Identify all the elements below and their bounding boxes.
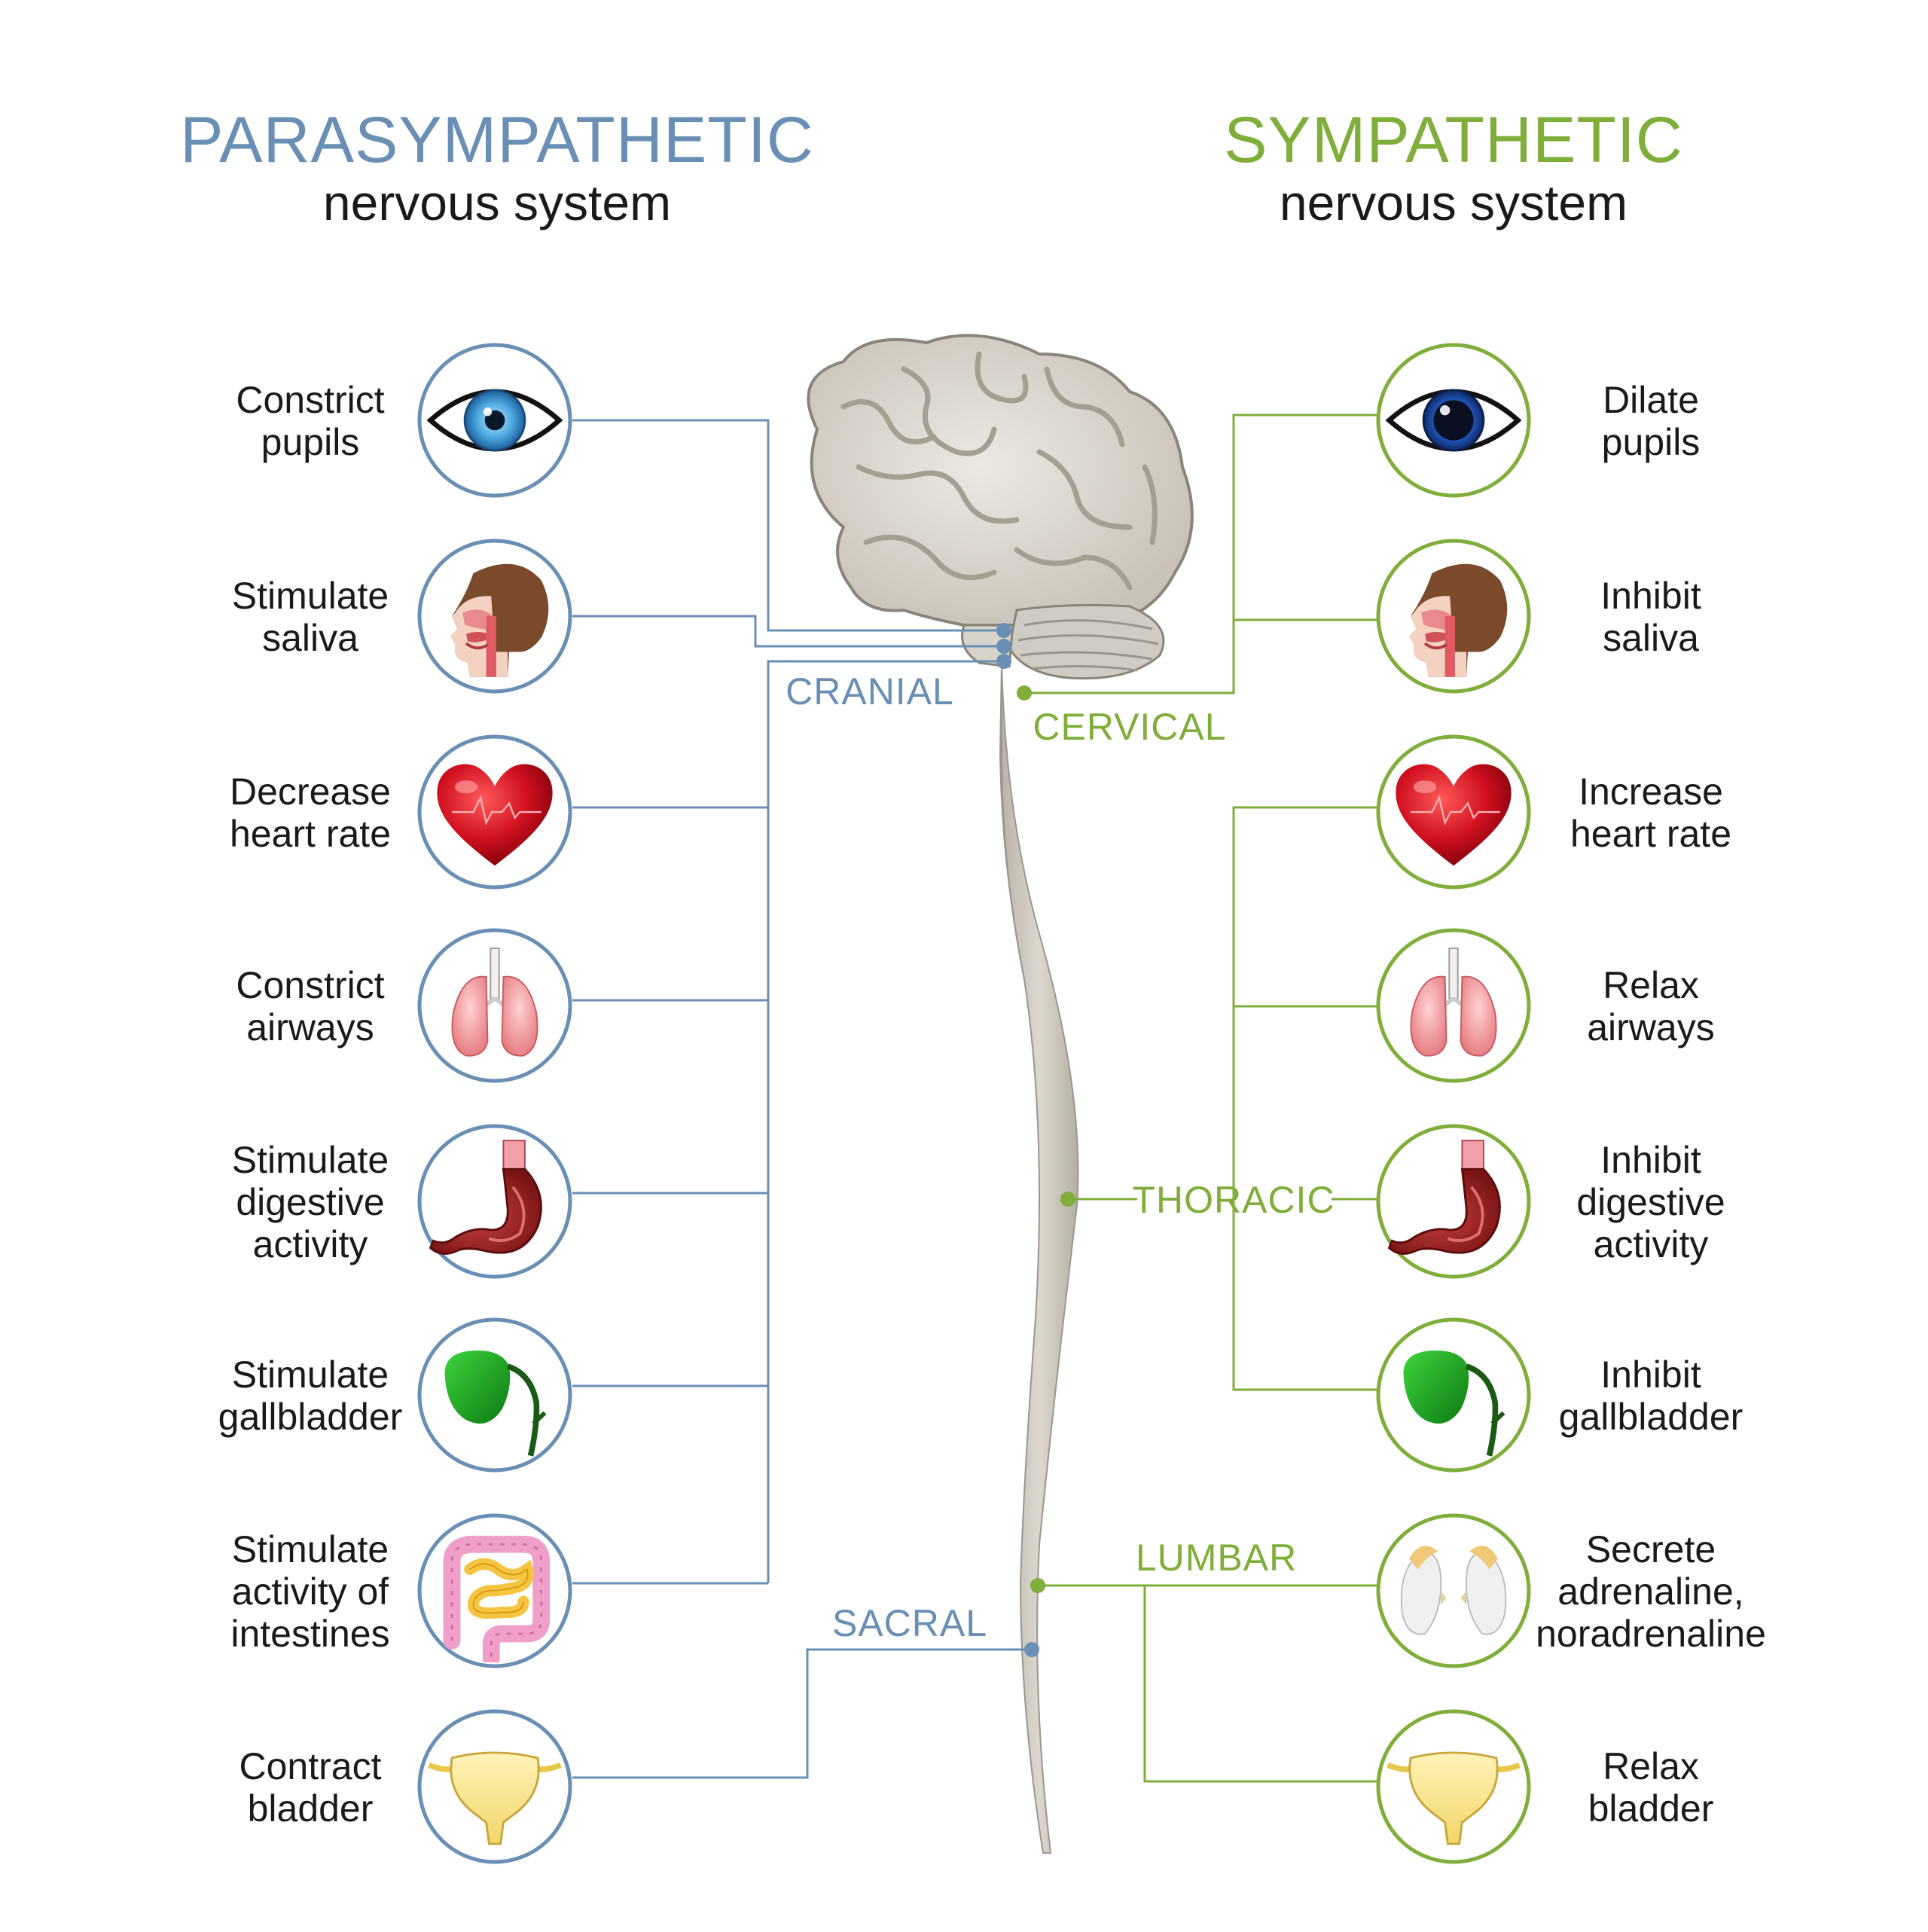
label-line: Stimulate: [232, 1528, 389, 1570]
label-line: gallbladder: [218, 1396, 403, 1438]
parasympathetic-connectors: [572, 419, 1032, 1779]
label-line: Stimulate: [232, 575, 389, 617]
label-line: Increase: [1579, 771, 1723, 813]
label-line: bladder: [1588, 1787, 1714, 1830]
label-line: saliva: [1603, 617, 1699, 659]
parasympathetic-nerve-dots: [996, 623, 1039, 1657]
label-line: digestive: [236, 1181, 384, 1223]
label-line: digestive: [1576, 1181, 1725, 1223]
label-line: heart rate: [1570, 813, 1731, 855]
label-line: Stimulate: [232, 1354, 389, 1396]
label-line: heart rate: [230, 813, 391, 855]
label-line: Contract: [239, 1745, 382, 1787]
label-line: Constrict: [236, 379, 384, 421]
label-line: activity: [1594, 1223, 1709, 1265]
label-line: bladder: [248, 1787, 374, 1830]
brain-illustration: [807, 334, 1194, 680]
label-line: Stimulate: [232, 1139, 389, 1181]
label-line: airways: [246, 1006, 374, 1048]
sympathetic-connectors: [1024, 414, 1378, 1783]
label-line: Relax: [1603, 964, 1699, 1006]
label-line: pupils: [1602, 421, 1701, 463]
label-line: Decrease: [230, 771, 391, 813]
icon-circle: [1376, 1513, 1531, 1668]
label-line: Secrete: [1586, 1528, 1716, 1570]
label-line: activity: [253, 1223, 368, 1265]
segment-label-thoracic: THORACIC: [1132, 1179, 1335, 1221]
label-line: Relax: [1603, 1745, 1699, 1787]
sympathetic-subtitle: nervous system: [1280, 175, 1628, 230]
label-line: Inhibit: [1600, 575, 1701, 617]
label-line: Dilate: [1603, 379, 1699, 421]
label-line: adrenaline,: [1557, 1570, 1743, 1613]
segment-label-lumbar: LUMBAR: [1136, 1537, 1297, 1579]
label-line: gallbladder: [1559, 1396, 1743, 1438]
label-line: airways: [1587, 1006, 1714, 1048]
segment-label-cervical: CERVICAL: [1033, 706, 1226, 748]
sympathetic-nerve-dots: [1017, 685, 1075, 1593]
label-line: activity of: [232, 1570, 389, 1613]
spinal-cord: [999, 662, 1079, 1854]
label-line: Inhibit: [1600, 1139, 1701, 1181]
label-line: intestines: [230, 1613, 389, 1655]
label-line: Inhibit: [1600, 1354, 1701, 1396]
segment-label-sacral: SACRAL: [832, 1602, 987, 1644]
label-line: noradrenaline: [1536, 1613, 1766, 1655]
label-line: saliva: [262, 617, 358, 659]
label-line: pupils: [261, 421, 360, 463]
segment-label-cranial: CRANIAL: [786, 670, 954, 713]
parasympathetic-title: PARASYMPATHETIC: [180, 104, 814, 176]
sympathetic-title: SYMPATHETIC: [1224, 104, 1683, 176]
parasympathetic-subtitle: nervous system: [323, 175, 671, 230]
label-line: Constrict: [236, 964, 384, 1006]
